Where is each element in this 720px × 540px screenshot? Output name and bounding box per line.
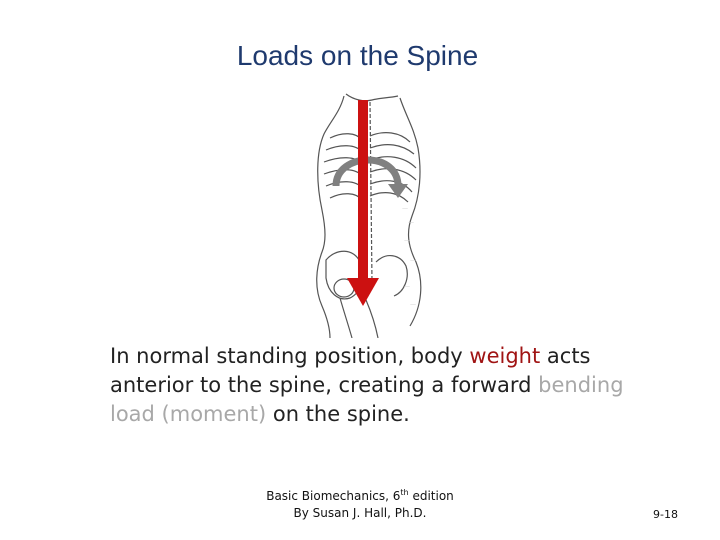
spine-illustration: —— —— —— [316,93,422,339]
footer-line2: By Susan J. Hall, Ph.D. [293,506,427,520]
torso-outline [316,93,422,339]
faint-labels: —— —— —— [402,205,416,308]
slide-number: 9-18 [653,508,678,521]
body-text: In normal standing position, body weight… [110,342,650,429]
slide-title: Loads on the Spine [236,40,479,71]
svg-text:—: — [410,301,416,308]
moment-arrow [332,156,408,198]
svg-text:—: — [408,219,414,226]
footer-line1-sup: th [400,488,409,497]
weight-term: weight [469,344,541,368]
svg-text:—: — [410,257,416,264]
spine-figure: —— —— —— [300,92,450,339]
body-text-part3: on the spine. [266,402,410,426]
footer-line1-prefix: Basic Biomechanics, 6 [266,489,401,503]
footer-line1: Basic Biomechanics, 6th edition [240,484,480,505]
bending-load-term: bending load (moment) [110,373,624,426]
footer-citation: Basic Biomechanics, 6th edition By Susan… [240,484,480,522]
weight-arrow [347,100,379,306]
footer-line1-suffix: edition [408,489,454,503]
svg-text:—: — [404,283,410,290]
svg-text:—: — [404,237,410,244]
body-text-part1: In normal standing position, body [110,344,470,368]
body-text-part2: acts anterior to the spine, creating a f… [110,344,591,397]
svg-text:—: — [402,205,408,212]
